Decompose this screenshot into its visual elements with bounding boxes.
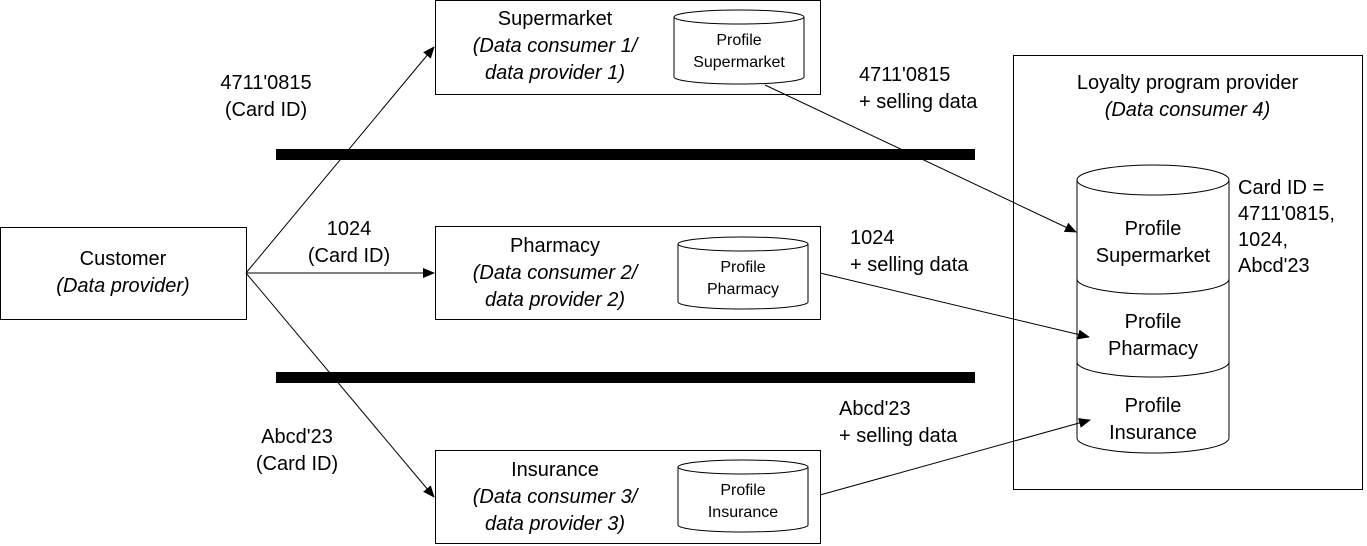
- supermarket-db-line2: Supermarket: [693, 54, 785, 71]
- customer-node: Customer (Data provider): [0, 246, 246, 300]
- loyalty-node: Loyalty program provider (Data consumer …: [1013, 70, 1362, 124]
- loyalty-db-icon: [1076, 164, 1230, 454]
- barrier-bottom: [276, 372, 975, 383]
- arrow-pharmacy-to-loyalty: [819, 272, 1090, 340]
- edge-label-to-insurance: Abcd'23 (Card ID): [227, 424, 367, 478]
- segment-divider-2: [1076, 361, 1230, 378]
- insurance-node: Insurance (Data consumer 3/ data provide…: [440, 457, 670, 538]
- supermarket-role-line2: data provider 1): [484, 62, 626, 84]
- segment-line1: Profile: [1124, 395, 1182, 417]
- insurance-db-line1: Profile: [720, 482, 766, 499]
- pharmacy-title: Pharmacy: [509, 235, 601, 257]
- loyalty-role: (Data consumer 4): [1104, 99, 1271, 121]
- edge-label-line1: 4711'0815: [220, 72, 312, 94]
- card-ids-line: 4711'0815,: [1238, 203, 1335, 225]
- loyalty-segment-supermarket: Profile Supermarket: [1077, 216, 1229, 270]
- supermarket-db-icon: [673, 9, 805, 85]
- edge-label-to-pharmacy: 1024 (Card ID): [279, 216, 419, 270]
- card-ids-line: Card ID =: [1238, 177, 1325, 199]
- insurance-box: [435, 450, 821, 544]
- pharmacy-db-line1: Profile: [720, 259, 766, 276]
- edge-label-line1: Abcd'23: [261, 426, 333, 448]
- arrow-customer-to-supermarket: [245, 46, 435, 274]
- segment-divider-1: [1076, 278, 1230, 295]
- segment-line1: Profile: [1124, 311, 1182, 333]
- edge-label-line1: Abcd'23: [839, 398, 911, 420]
- edge-label-line2: + selling data: [839, 425, 958, 447]
- barrier-top: [276, 149, 975, 160]
- segment-line2: Pharmacy: [1107, 338, 1199, 360]
- card-ids-line: 1024,: [1238, 229, 1289, 251]
- loyalty-card-ids: Card ID = 4711'0815, 1024, Abcd'23: [1238, 175, 1335, 279]
- arrow-supermarket-to-loyalty: [764, 84, 1077, 233]
- edge-label-line2: (Card ID): [307, 245, 391, 267]
- arrow-insurance-to-loyalty: [819, 418, 1091, 496]
- supermarket-role-line1: (Data consumer 1/: [472, 35, 638, 57]
- pharmacy-db-label: Profile Pharmacy: [678, 257, 808, 301]
- segment-line2: Insurance: [1109, 422, 1197, 444]
- pharmacy-role-line2: data provider 2): [484, 289, 626, 311]
- loyalty-segment-insurance: Profile Insurance: [1077, 393, 1229, 447]
- supermarket-box: [435, 0, 821, 95]
- edge-label-line1: 1024: [850, 227, 895, 249]
- edge-label-line1: 1024: [326, 218, 372, 240]
- pharmacy-role-line1: (Data consumer 2/: [472, 262, 638, 284]
- pharmacy-node: Pharmacy (Data consumer 2/ data provider…: [440, 233, 670, 314]
- edge-label-insurance-to-loyalty: Abcd'23 + selling data: [839, 396, 957, 450]
- supermarket-title: Supermarket: [497, 8, 613, 30]
- customer-title: Customer: [79, 248, 167, 270]
- insurance-role-line1: (Data consumer 3/: [472, 486, 638, 508]
- edge-label-line1: 4711'0815: [859, 64, 951, 86]
- insurance-role-line2: data provider 3): [484, 513, 626, 535]
- edge-label-line2: (Card ID): [224, 99, 308, 121]
- edge-label-to-supermarket: 4711'0815 (Card ID): [196, 70, 336, 124]
- pharmacy-db-line2: Pharmacy: [706, 281, 780, 298]
- edge-label-supermarket-to-loyalty: 4711'0815 + selling data: [859, 62, 977, 116]
- customer-role: (Data provider): [56, 275, 190, 297]
- edge-label-pharmacy-to-loyalty: 1024 + selling data: [850, 225, 968, 279]
- supermarket-db-label: Profile Supermarket: [674, 30, 804, 74]
- insurance-db-icon: [677, 459, 809, 533]
- segment-line1: Profile: [1124, 218, 1182, 240]
- insurance-title: Insurance: [511, 459, 599, 481]
- supermarket-node: Supermarket (Data consumer 1/ data provi…: [440, 6, 670, 87]
- edge-label-line2: (Card ID): [255, 453, 339, 475]
- edge-label-line2: + selling data: [859, 91, 978, 113]
- loyalty-box: [1013, 55, 1363, 490]
- card-ids-line: Abcd'23: [1238, 255, 1310, 277]
- loyalty-segment-pharmacy: Profile Pharmacy: [1077, 309, 1229, 363]
- edge-label-line2: + selling data: [850, 254, 969, 276]
- arrow-customer-to-insurance: [245, 272, 435, 498]
- supermarket-db-line1: Profile: [716, 32, 762, 49]
- pharmacy-db-icon: [677, 236, 809, 310]
- insurance-db-line2: Insurance: [707, 504, 779, 521]
- segment-line2: Supermarket: [1095, 245, 1211, 267]
- loyalty-title: Loyalty program provider: [1076, 72, 1299, 94]
- insurance-db-label: Profile Insurance: [678, 480, 808, 524]
